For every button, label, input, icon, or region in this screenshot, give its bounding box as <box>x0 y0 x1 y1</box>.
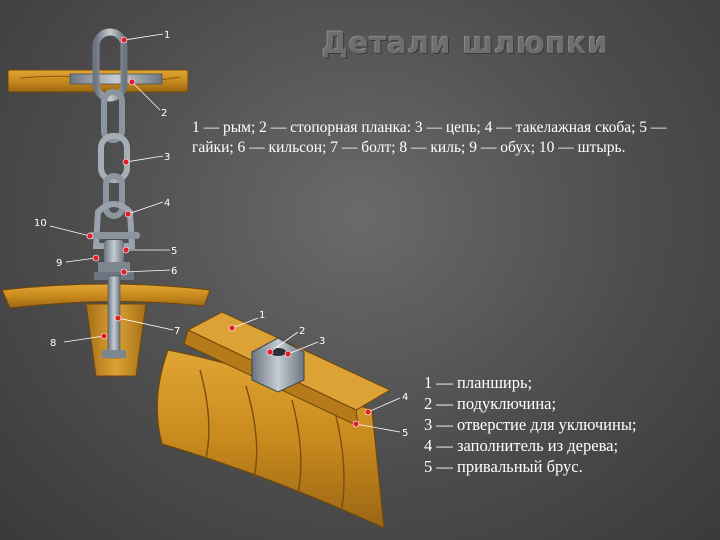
bottom-figure-callouts <box>231 317 401 433</box>
legend-item: 1 — планширь; <box>424 373 533 392</box>
legend-gunwale: 1 — планширь; 2 — подуключина; 3 — отвер… <box>424 372 714 477</box>
nuts <box>98 262 130 272</box>
legend-item: 2 — подуключина; <box>424 394 557 413</box>
legend-chain-mount: 1 — рым; 2 — стопорная планка: 3 — цепь;… <box>192 119 667 156</box>
label-shackle: 4 <box>164 198 170 209</box>
label-chain: 3 <box>164 152 170 163</box>
top-figure-markers <box>86 36 136 340</box>
stopper-plate <box>69 73 163 85</box>
top-figure-labels: 1 2 3 4 5 6 7 8 9 10 <box>34 30 180 349</box>
shackle <box>92 201 136 249</box>
legend-item: 3 — отверстие для уключины; <box>424 415 637 434</box>
chain-link <box>98 133 130 183</box>
label-rubbing-strake: 5 <box>402 428 408 439</box>
label-gunwale: 1 <box>259 310 265 321</box>
label-rowlock-hole: 3 <box>319 336 325 347</box>
chain-link <box>103 173 125 219</box>
bottom-figure-markers <box>228 324 372 428</box>
label-keelson: 6 <box>171 266 177 277</box>
rowlock-hole <box>270 348 286 356</box>
label-keel: 8 <box>50 338 56 349</box>
bottom-figure-labels: 1 2 3 4 5 <box>259 310 408 439</box>
label-ring: 1 <box>164 30 170 41</box>
label-bolt: 7 <box>174 326 180 337</box>
gunwale-illustration <box>156 311 392 529</box>
ring <box>92 28 128 102</box>
chain-link <box>101 89 125 143</box>
label-eye-bolt: 9 <box>56 258 62 269</box>
label-nuts: 5 <box>171 246 177 257</box>
label-rowlock-socket: 2 <box>299 326 305 337</box>
slide-title: Детали шлюпки <box>322 26 609 60</box>
chain-mount-illustration <box>1 28 211 377</box>
label-pin: 10 <box>34 218 47 229</box>
legend-item: 4 — заполнитель из дерева; <box>424 436 619 455</box>
label-filler: 4 <box>402 392 408 403</box>
legend-item: 5 — привальный брус. <box>424 457 583 476</box>
keelson <box>1 283 211 309</box>
label-stopper-plate: 2 <box>161 108 167 119</box>
pin <box>88 232 140 239</box>
rowlock-socket <box>251 337 305 393</box>
eye-bolt <box>104 240 124 264</box>
top-figure-callouts <box>49 33 174 343</box>
